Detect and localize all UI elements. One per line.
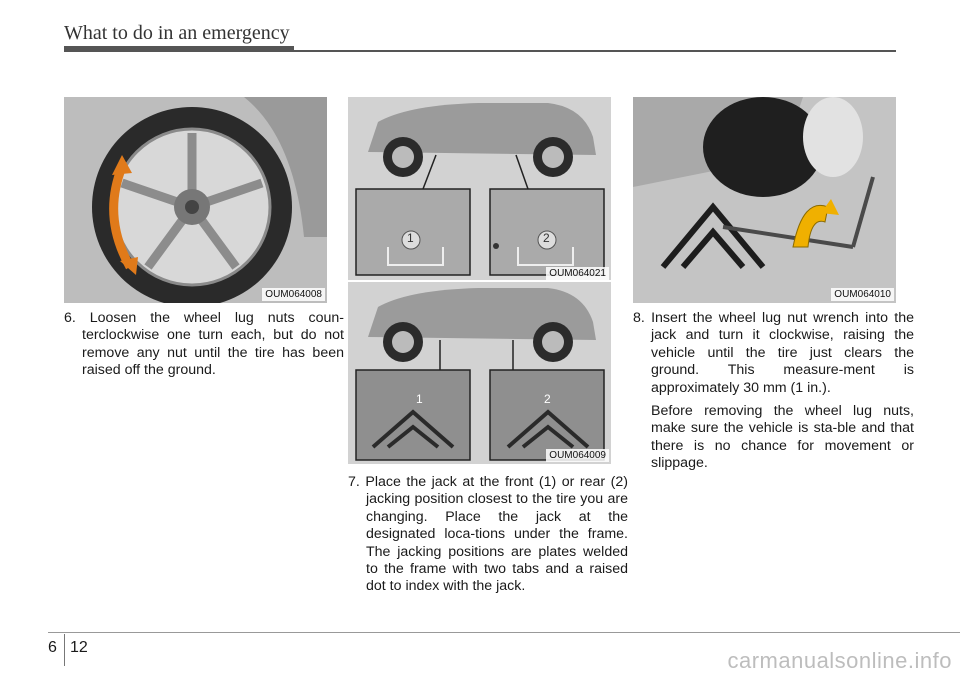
jack-label-1: 1	[416, 392, 423, 406]
step-7-text: 7. Place the jack at the front (1) or re…	[348, 474, 628, 596]
page-number-divider	[64, 634, 65, 666]
jacks-in-position-figure: 1 2 OUM064009	[348, 282, 611, 464]
figure-code: OUM064021	[546, 267, 609, 280]
header-tab-bar	[64, 46, 294, 52]
watermark-text: carmanualsonline.info	[727, 648, 952, 673]
header-rule	[64, 50, 896, 52]
jack-position-label-2: 2	[543, 231, 550, 245]
step-8-text: 8. Insert the wheel lug nut wrench into …	[633, 310, 914, 473]
step-8-note: Before removing the wheel lug nuts, make…	[651, 403, 914, 472]
footer-rule	[48, 632, 960, 633]
figure-code: OUM064008	[262, 288, 325, 301]
car-jack-points-illustration	[348, 97, 611, 280]
figure-code: OUM064009	[546, 449, 609, 462]
wheel-illustration	[64, 97, 327, 303]
figure-code: OUM064010	[831, 288, 894, 301]
step-6-paragraph: 6. Loosen the wheel lug nuts coun-terclo…	[64, 310, 344, 379]
car-on-jacks-illustration	[348, 282, 611, 464]
wrench-raising-jack-illustration	[633, 97, 896, 303]
wrench-jack-figure: OUM064010	[633, 97, 896, 303]
jack-label-2: 2	[544, 392, 551, 406]
wheel-lug-nut-figure: OUM064008	[64, 97, 327, 303]
step-7-paragraph: 7. Place the jack at the front (1) or re…	[348, 474, 628, 595]
page-number: 12	[70, 639, 88, 656]
section-number: 6	[48, 639, 57, 656]
jacking-positions-figure: 1 2 OUM064021	[348, 97, 611, 280]
step-6-text: 6. Loosen the wheel lug nuts coun-terclo…	[64, 310, 344, 380]
section-title: What to do in an emergency	[64, 22, 290, 44]
jack-position-label-1: 1	[407, 231, 414, 245]
step-8-paragraph: 8. Insert the wheel lug nut wrench into …	[633, 310, 914, 396]
